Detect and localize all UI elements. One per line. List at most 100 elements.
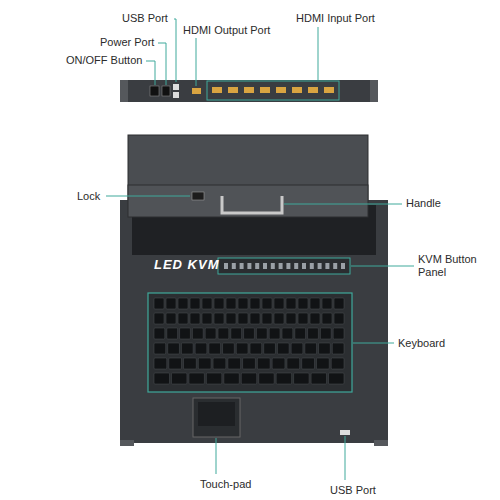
lid-front <box>128 185 368 217</box>
key <box>333 328 344 339</box>
hdmi-input <box>324 87 334 93</box>
hdmi-input <box>308 87 318 93</box>
usb-port <box>340 430 350 435</box>
kvm-button <box>279 263 283 269</box>
unit-body <box>120 200 388 443</box>
lock <box>192 192 204 200</box>
key <box>169 358 182 369</box>
usb-port <box>173 92 179 98</box>
key <box>244 328 255 339</box>
key <box>322 313 332 324</box>
key <box>154 298 164 309</box>
key <box>209 343 221 354</box>
key <box>272 358 285 369</box>
key <box>178 298 188 309</box>
kvm-button <box>240 263 244 269</box>
rack-ear <box>374 440 388 446</box>
key <box>241 373 256 384</box>
port-label: Power Port <box>100 36 154 49</box>
kvm-button <box>341 263 345 269</box>
key <box>238 313 248 324</box>
kvm-button <box>271 263 275 269</box>
key <box>298 313 308 324</box>
kvm-button <box>302 263 306 269</box>
on-off-button <box>150 86 159 96</box>
key <box>291 343 303 354</box>
key <box>154 343 166 354</box>
rack-ear <box>120 80 128 102</box>
kvm-button-panel <box>218 258 350 274</box>
key <box>274 298 284 309</box>
key <box>167 328 178 339</box>
key <box>302 358 315 369</box>
key <box>262 313 272 324</box>
key <box>214 298 224 309</box>
hdmi-input <box>228 87 238 93</box>
kvm-button <box>286 263 290 269</box>
key <box>334 298 344 309</box>
rack-ear <box>120 440 134 446</box>
key <box>224 373 239 384</box>
rack-ear <box>370 80 378 102</box>
key <box>190 298 200 309</box>
key <box>329 373 344 384</box>
key <box>243 358 256 369</box>
key <box>189 373 204 384</box>
power-port <box>162 86 170 96</box>
key <box>286 313 296 324</box>
key <box>192 328 203 339</box>
part-label: Keyboard <box>398 337 445 350</box>
key <box>154 328 165 339</box>
key <box>310 313 320 324</box>
key <box>295 328 306 339</box>
key <box>154 373 169 384</box>
port-label: USB Port <box>122 12 168 25</box>
kvm-button <box>232 263 236 269</box>
key <box>184 358 197 369</box>
key <box>294 373 309 384</box>
rear-panel <box>120 80 378 102</box>
key <box>274 313 284 324</box>
key <box>238 298 248 309</box>
key <box>308 328 319 339</box>
touch-pad <box>193 398 240 437</box>
key <box>223 343 235 354</box>
key <box>287 358 300 369</box>
usb-port <box>173 84 179 90</box>
key <box>311 373 326 384</box>
part-label: Touch-pad <box>200 478 251 491</box>
key <box>286 298 296 309</box>
kvm-button <box>318 263 322 269</box>
kvm-button <box>224 263 228 269</box>
key <box>180 328 191 339</box>
key <box>195 343 207 354</box>
keyboard-keys <box>154 298 344 384</box>
key <box>250 298 260 309</box>
key <box>269 328 280 339</box>
port-label: HDMI Output Port <box>183 24 270 37</box>
key <box>205 328 216 339</box>
key <box>310 298 320 309</box>
key <box>190 313 200 324</box>
button-label: ON/OFF Button <box>66 54 142 67</box>
hdmi-input-group <box>207 81 339 100</box>
key <box>259 373 274 384</box>
key <box>262 298 272 309</box>
hdmi-input <box>212 87 222 93</box>
key <box>250 313 260 324</box>
key <box>277 343 289 354</box>
part-label: Handle <box>406 197 441 210</box>
key <box>257 358 270 369</box>
hdmi-inputs <box>212 87 334 93</box>
key <box>334 313 344 324</box>
hdmi-input <box>244 87 254 93</box>
key <box>178 313 188 324</box>
hdmi-input <box>292 87 302 93</box>
key <box>322 298 332 309</box>
keyboard <box>148 293 352 392</box>
part-label: KVM Button Panel <box>418 253 494 279</box>
key <box>264 343 276 354</box>
key <box>276 373 291 384</box>
hdmi-input <box>260 87 270 93</box>
key <box>213 358 226 369</box>
